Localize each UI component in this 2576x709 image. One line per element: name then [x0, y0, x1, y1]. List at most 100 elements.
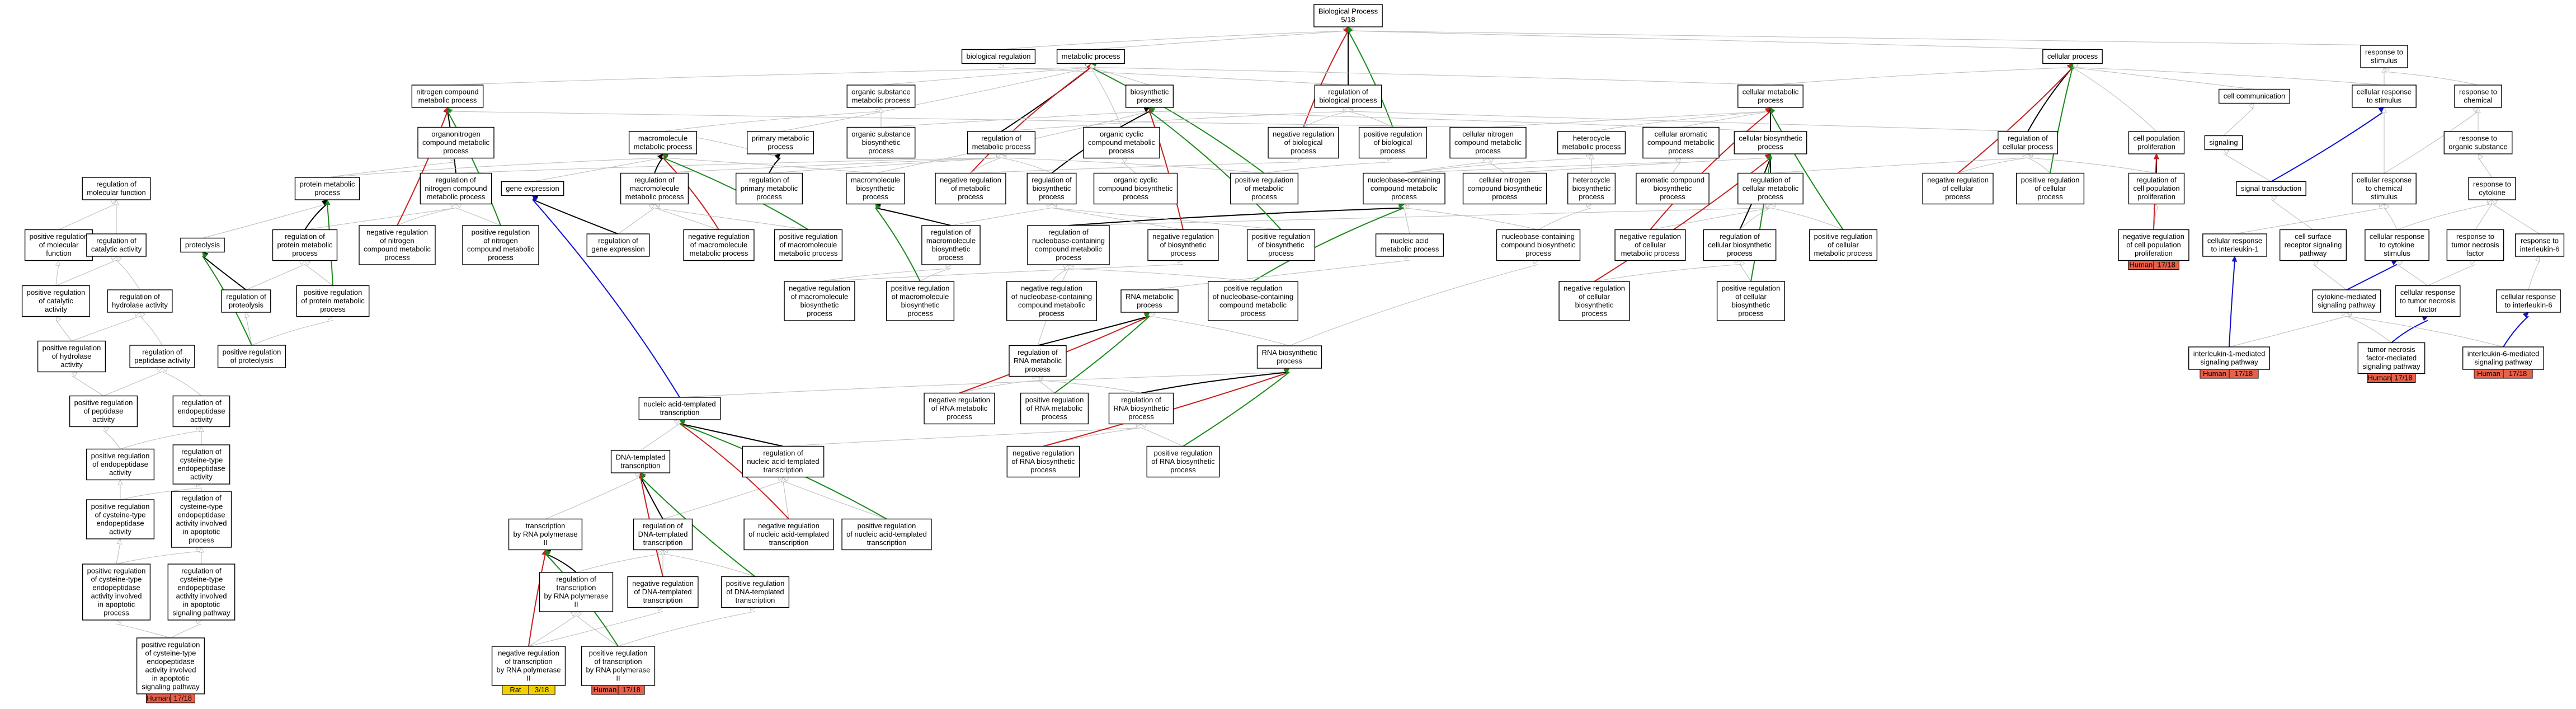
- go-term-node[interactable]: proteolysis: [180, 237, 225, 253]
- go-term-node[interactable]: biological regulation: [961, 49, 1036, 64]
- go-term-node[interactable]: gene expression: [501, 181, 564, 196]
- go-term-node[interactable]: metabolic process: [1056, 49, 1125, 64]
- go-term-node[interactable]: cell communication: [2219, 88, 2290, 104]
- go-term-node[interactable]: signaling: [2204, 135, 2243, 151]
- go-term-node[interactable]: cellular process: [2042, 49, 2103, 64]
- go-term-node[interactable]: signal transduction: [2236, 181, 2306, 196]
- go-term-node[interactable]: regulation ofcysteine-typeendopeptidasea…: [167, 564, 236, 621]
- go-term-node[interactable]: regulation ofcysteine-typeendopeptidasea…: [172, 444, 230, 485]
- go-term-node[interactable]: regulation ofmacromoleculebiosyntheticpr…: [921, 225, 981, 265]
- go-term-node[interactable]: regulation ofnucleobase-containingcompou…: [1027, 225, 1110, 265]
- go-term-node[interactable]: regulation ofcysteine-typeendopeptidasea…: [171, 491, 232, 548]
